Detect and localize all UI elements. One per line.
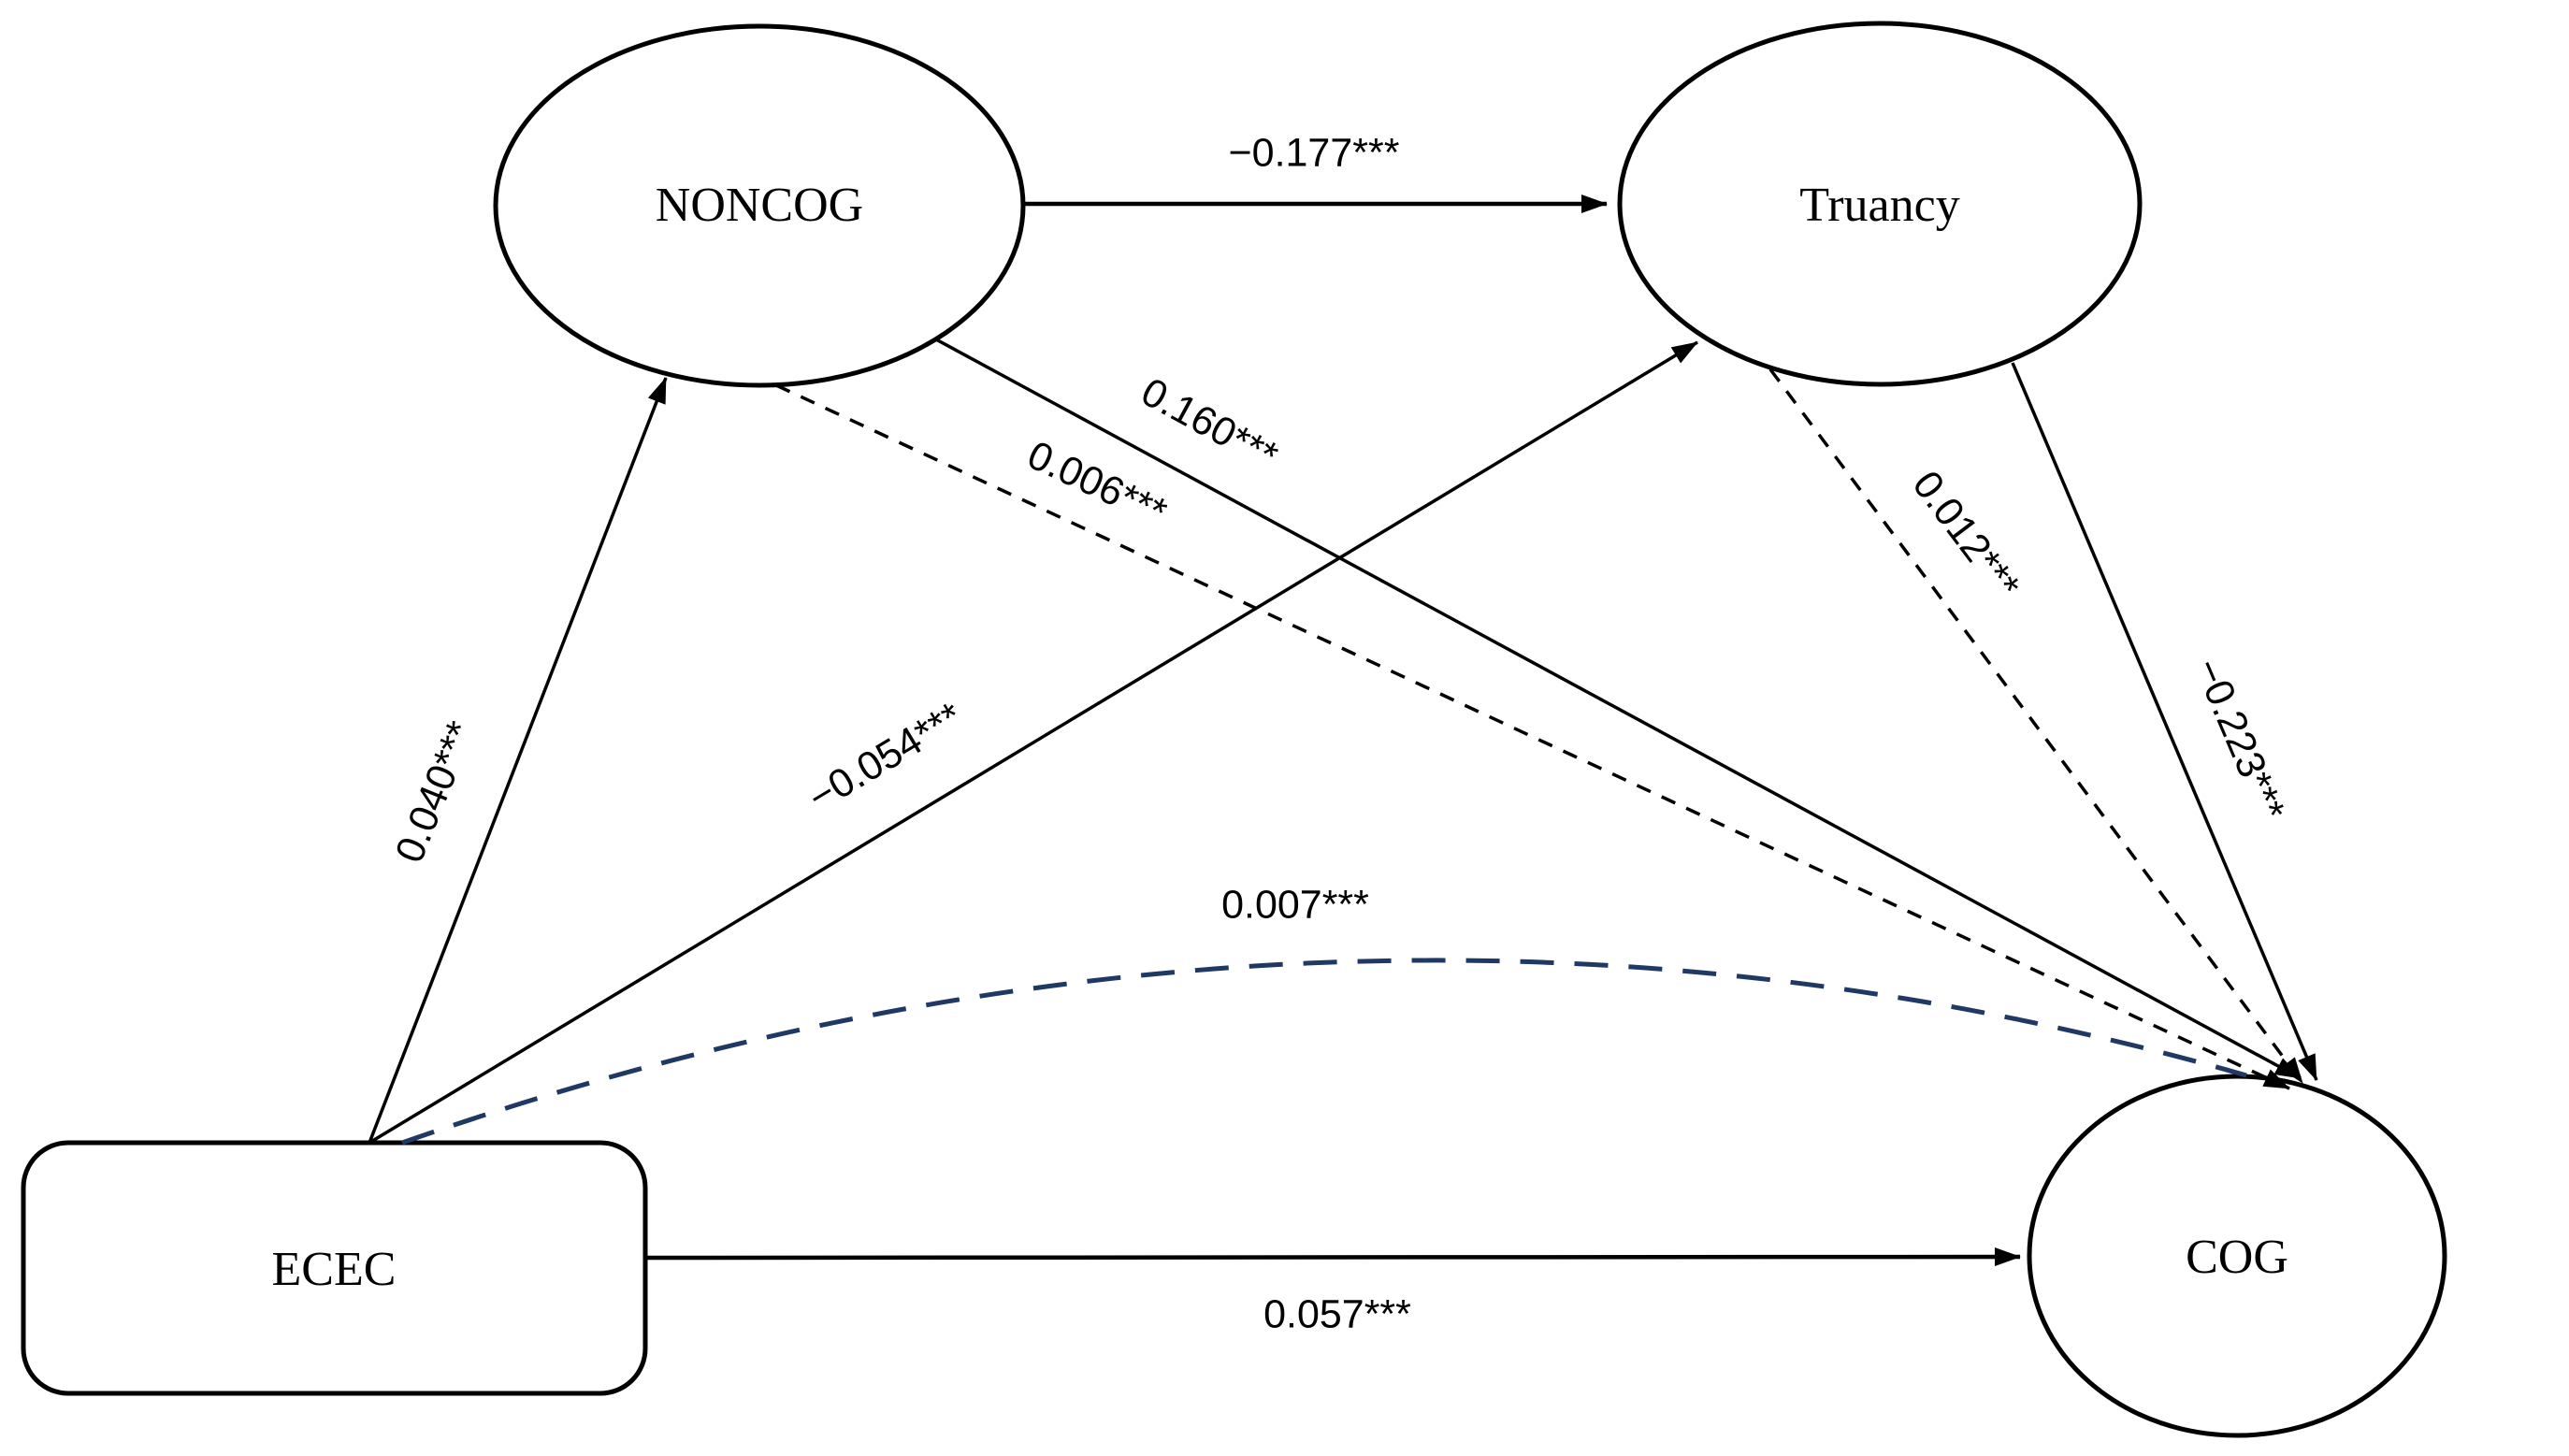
edge-truancy-to-cog-dashed bbox=[1768, 368, 2304, 1085]
coefficient-noncog-to-cog-dashed: 0.006*** bbox=[1020, 433, 1174, 536]
node-truancy bbox=[1617, 21, 2143, 387]
coefficient-ecec-to-truancy: −0.054*** bbox=[801, 694, 971, 820]
edge-ecec-to-noncog bbox=[368, 377, 668, 1144]
coefficient-truancy-to-cog-solid: −0.223*** bbox=[2186, 652, 2294, 827]
coefficient-ecec-to-cog-direct: 0.057*** bbox=[1263, 1291, 1411, 1336]
edge-ecec-to-cog-curve bbox=[401, 958, 2247, 1146]
cog-ellipse bbox=[2027, 1074, 2447, 1438]
coefficient-ecec-to-noncog: 0.040*** bbox=[387, 715, 484, 870]
edge-ecec-to-truancy bbox=[368, 340, 1698, 1145]
ecec-rect bbox=[21, 1140, 648, 1396]
edge-ecec-to-cog-direct bbox=[646, 1247, 2021, 1267]
noncog-label: NONCOG bbox=[656, 179, 863, 232]
ecec-label: ECEC bbox=[272, 1243, 397, 1296]
node-cog bbox=[2027, 1074, 2447, 1438]
coefficient-noncog-to-truancy: −0.177*** bbox=[1229, 130, 1400, 175]
node-ecec bbox=[21, 1140, 648, 1396]
coefficient-ecec-to-cog-curve: 0.007*** bbox=[1221, 882, 1369, 927]
truancy-ellipse bbox=[1617, 21, 2143, 387]
edge-truancy-to-cog-solid bbox=[2011, 362, 2318, 1081]
cog-label: COG bbox=[2186, 1231, 2288, 1284]
edge-noncog-to-cog-dashed bbox=[775, 383, 2290, 1090]
edge-noncog-to-cog-solid bbox=[935, 338, 2302, 1080]
truancy-label: Truancy bbox=[1799, 179, 1959, 232]
coefficient-noncog-to-cog-solid: 0.160*** bbox=[1133, 369, 1285, 480]
coefficient-truancy-to-cog-dashed: 0.012*** bbox=[1903, 463, 2028, 608]
